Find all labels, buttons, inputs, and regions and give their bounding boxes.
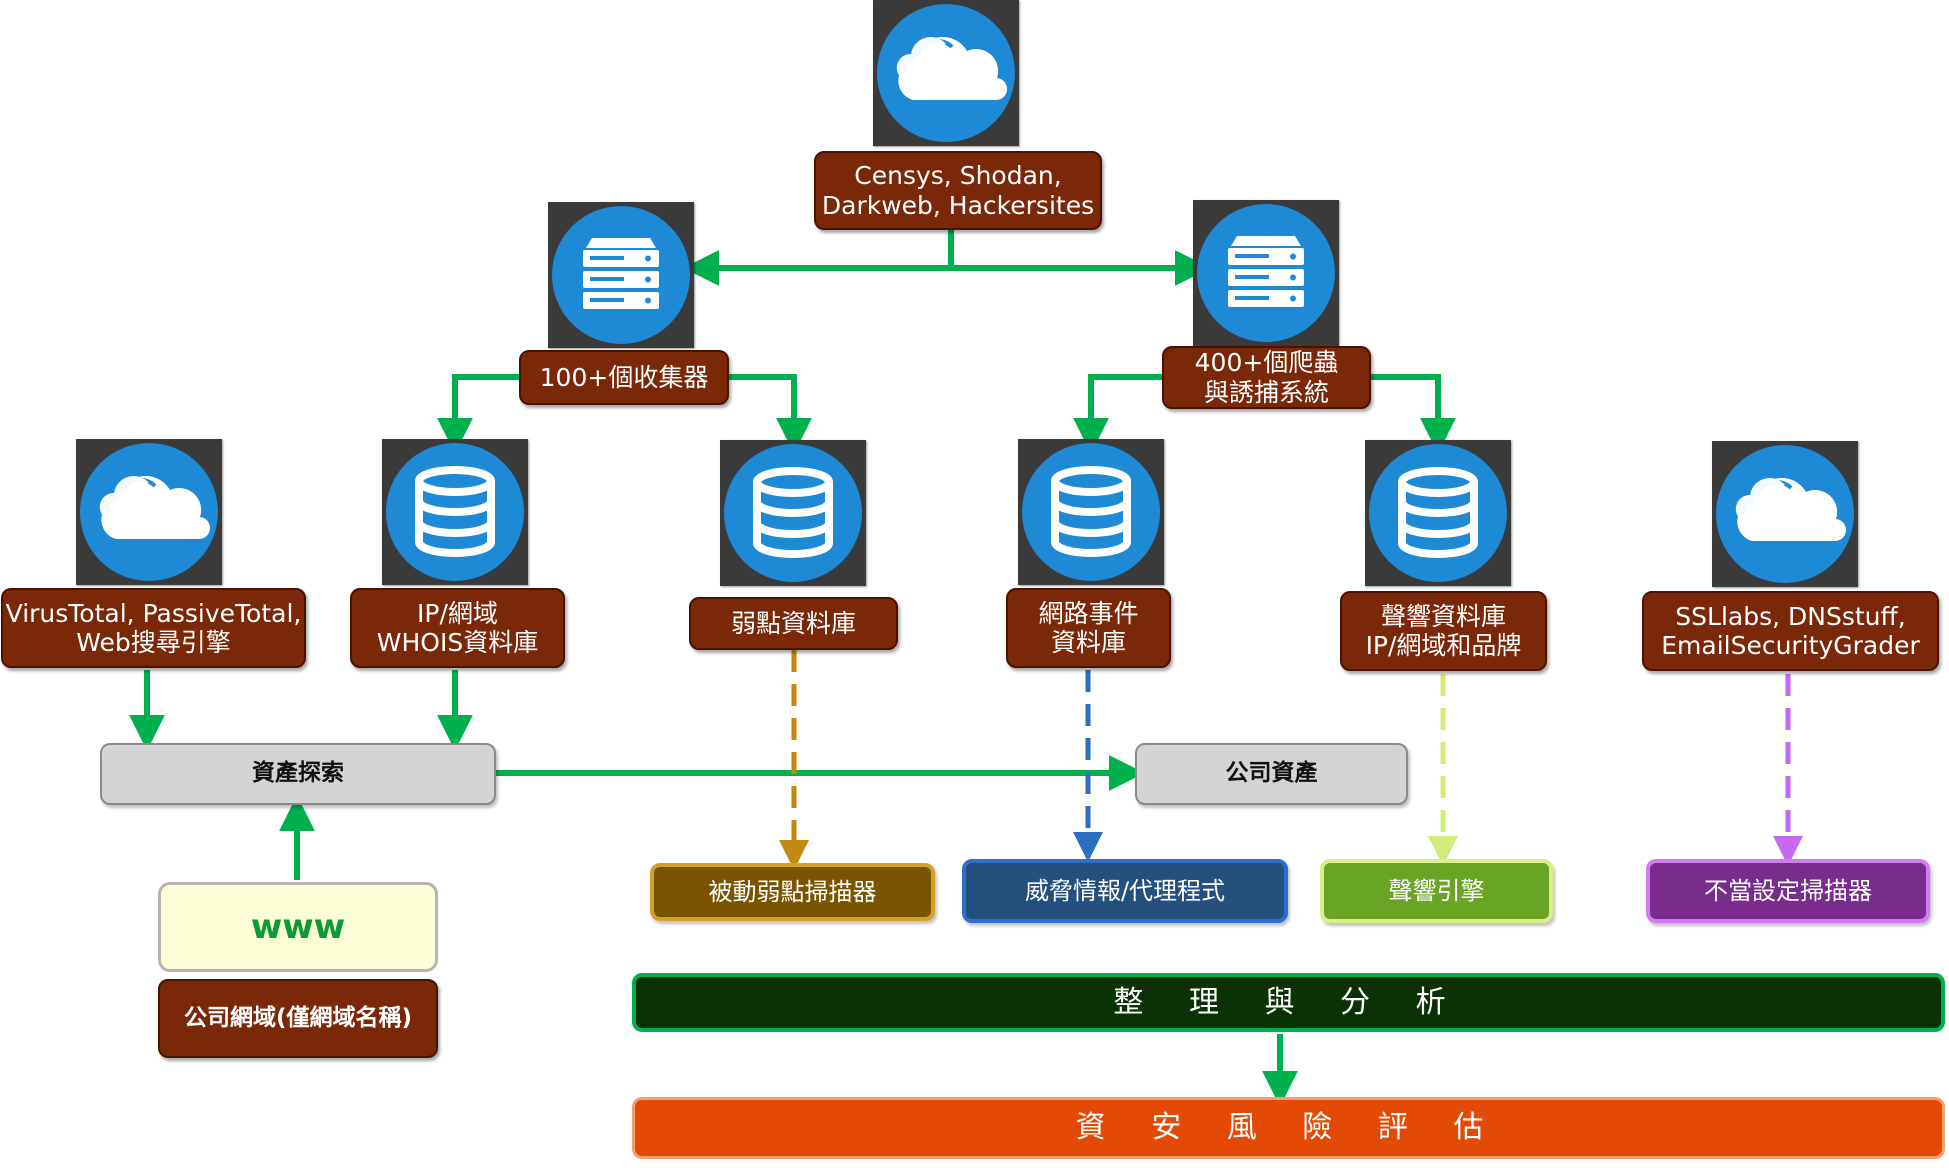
database-icon — [1018, 439, 1164, 585]
server-icon — [548, 202, 694, 348]
label-vuln-db: 弱點資料庫 — [689, 597, 898, 650]
label-ssllabs: SSLlabs, DNSstuff, EmailSecurityGrader — [1642, 591, 1939, 671]
arrow-crawlers-to-incident — [1073, 374, 1164, 454]
cloud-icon — [76, 439, 222, 585]
cloud-icon — [1712, 441, 1858, 587]
label-crawlers: 400+個爬蟲 與誘捕系統 — [1162, 346, 1371, 409]
arrow-collectors-to-whois — [437, 374, 521, 454]
passive-scanner-tag: 被動弱點掃描器 — [650, 863, 935, 921]
threat-intel-tag: 威脅情報/代理程式 — [962, 859, 1288, 923]
cloud-icon — [873, 0, 1019, 146]
server-icon — [1193, 200, 1339, 346]
www-box: www — [158, 882, 438, 972]
analysis-bar: 整 理 與 分 析 — [632, 973, 1945, 1032]
label-virustotal: VirusTotal, PassiveTotal, Web搜尋引擎 — [1, 588, 306, 668]
label-reputation-db: 聲響資料庫 IP/網域和品牌 — [1340, 591, 1547, 671]
label-whois: IP/網域 WHOIS資料庫 — [350, 588, 565, 668]
database-icon — [382, 439, 528, 585]
asset-discovery-box: 資產探索 — [100, 743, 496, 805]
company-assets-box: 公司資產 — [1135, 743, 1408, 805]
reputation-engine-tag: 聲響引擎 — [1320, 859, 1553, 923]
database-icon — [720, 440, 866, 586]
misconfig-scanner-tag: 不當設定掃描器 — [1646, 859, 1930, 923]
company-domain-box: 公司網域(僅網域名稱) — [158, 979, 438, 1058]
arrow-crawlers-to-reputation — [1369, 374, 1456, 454]
arrow-collectors-to-vuln — [727, 374, 812, 454]
risk-assessment-bar: 資 安 風 險 評 估 — [632, 1097, 1945, 1159]
database-icon — [1365, 440, 1511, 586]
label-collectors: 100+個收集器 — [519, 350, 729, 405]
label-censys-shodan: Censys, Shodan, Darkweb, Hackersites — [814, 151, 1102, 230]
label-incident-db: 網路事件 資料庫 — [1006, 588, 1171, 668]
